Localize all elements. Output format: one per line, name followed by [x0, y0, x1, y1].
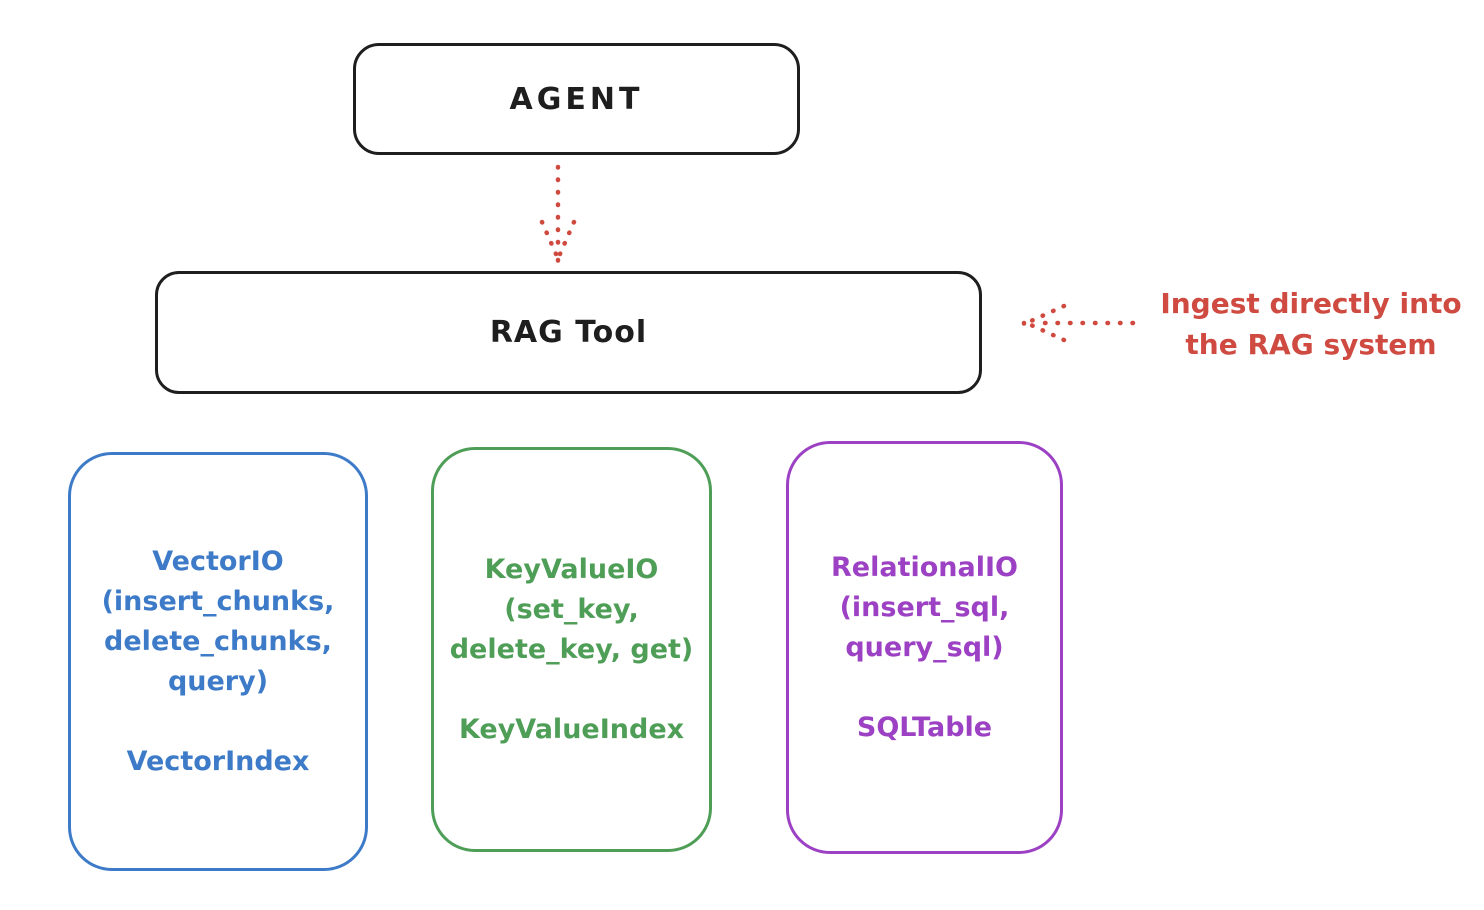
vector-io-node: VectorIO (insert_chunks, delete_chunks, … — [68, 452, 368, 871]
ingest-annotation-line-1: Ingest directly into — [1160, 287, 1462, 320]
relational-io-line-1: RelationalIO — [831, 551, 1018, 583]
vector-index-label: VectorIndex — [126, 745, 310, 777]
relational-io-line-3: query_sql) — [845, 631, 1004, 663]
relational-io-node: RelationalIO (insert_sql, query_sql) SQL… — [786, 441, 1063, 854]
vector-io-title: VectorIO (insert_chunks, delete_chunks, … — [102, 542, 335, 702]
relational-io-title: RelationalIO (insert_sql, query_sql) — [831, 548, 1018, 668]
sql-table-label: SQLTable — [856, 711, 993, 743]
vector-io-line-4: query) — [167, 665, 269, 697]
vector-io-line-1: VectorIO — [152, 545, 284, 577]
vector-io-line-2: (insert_chunks, — [101, 585, 335, 617]
keyvalue-index-label: KeyValueIndex — [458, 713, 685, 745]
annotation-to-rag-arrow — [1021, 303, 1136, 343]
agent-node: AGENT — [353, 43, 800, 155]
keyvalue-io-line-3: delete_key, get) — [449, 633, 694, 665]
relational-io-line-2: (insert_sql, — [839, 591, 1010, 623]
keyvalue-io-title: KeyValueIO (set_key, delete_key, get) — [450, 550, 694, 670]
vector-io-line-3: delete_chunks, — [104, 625, 332, 657]
ingest-annotation: Ingest directly into the RAG system — [1143, 283, 1479, 365]
keyvalue-io-line-2: (set_key, — [504, 593, 639, 625]
agent-node-label: AGENT — [509, 81, 644, 117]
ingest-annotation-line-2: the RAG system — [1185, 328, 1437, 361]
rag-tool-node-label: RAG Tool — [489, 315, 648, 350]
rag-tool-node: RAG Tool — [155, 271, 982, 394]
agent-to-rag-arrow — [539, 164, 577, 263]
keyvalue-io-node: KeyValueIO (set_key, delete_key, get) Ke… — [431, 447, 712, 852]
keyvalue-io-line-1: KeyValueIO — [484, 553, 659, 585]
